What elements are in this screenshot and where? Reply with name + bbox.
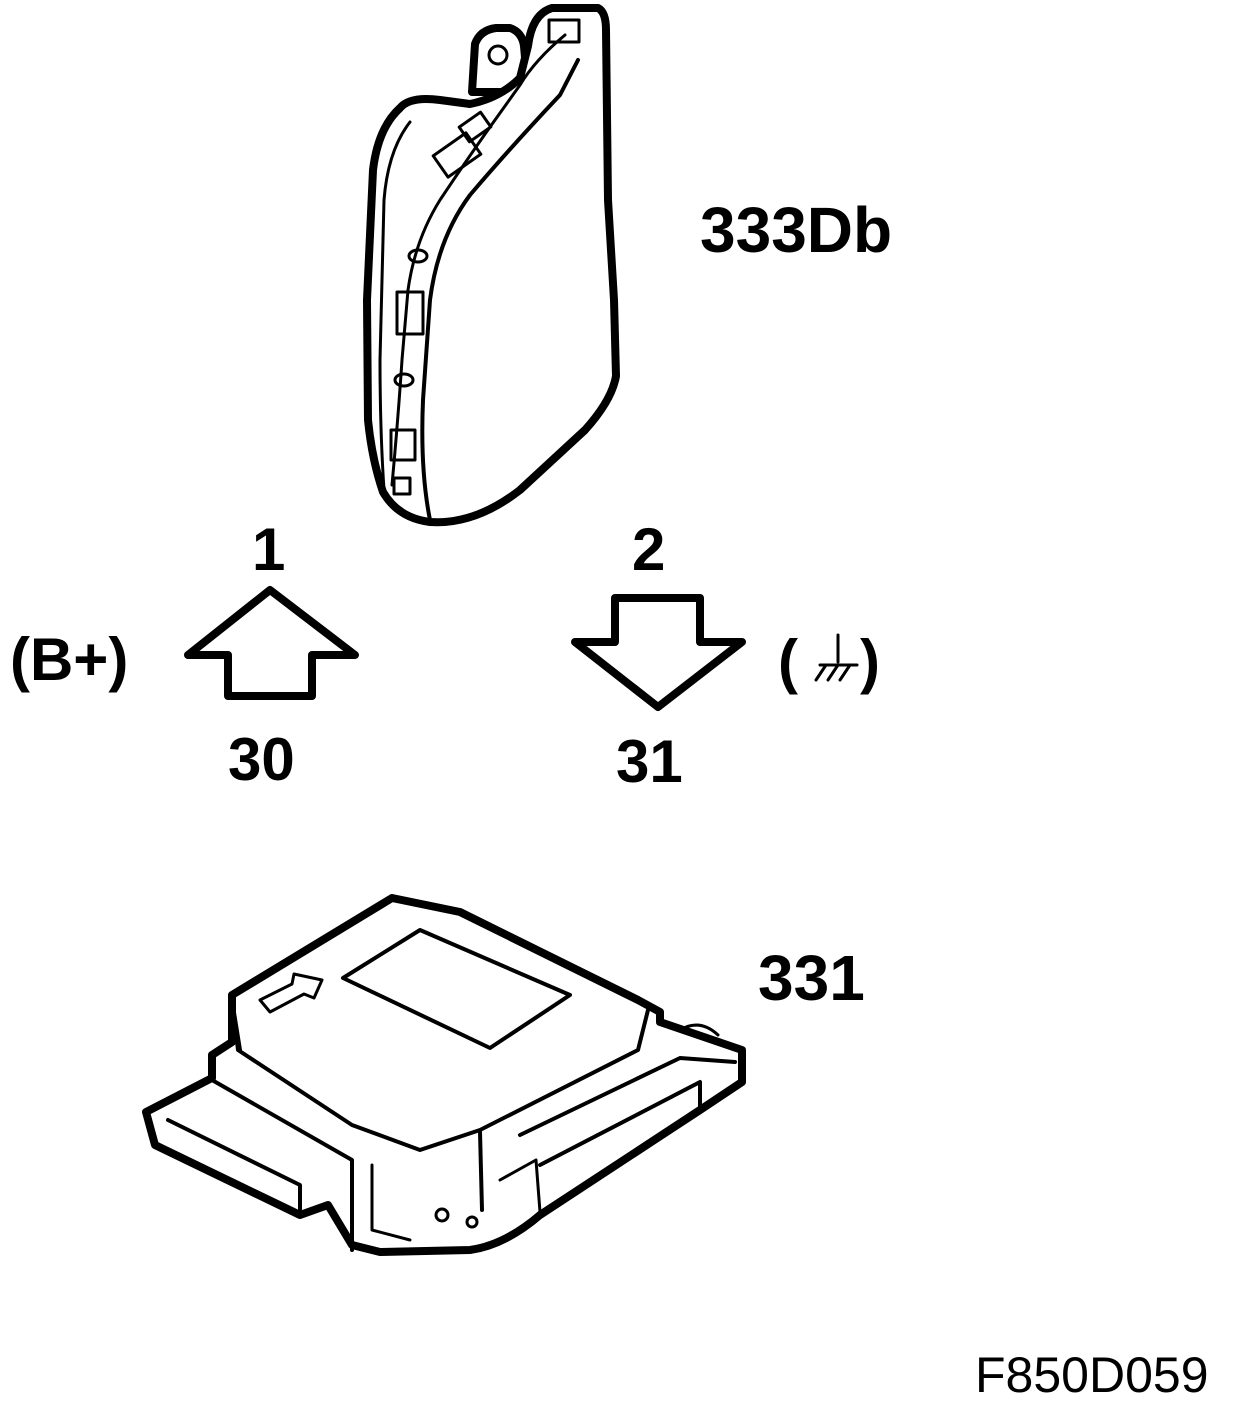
control-unit-label: 331 — [758, 942, 865, 1014]
ground-icon — [814, 633, 859, 682]
supply-pin-label: 1 — [252, 516, 285, 583]
supply-terminal-label: 30 — [228, 726, 295, 793]
ground-symbol-close-paren: ) — [860, 628, 880, 695]
side-airbag-module-illustration — [363, 4, 620, 527]
up-arrow-icon — [184, 586, 359, 700]
ground-symbol-open-paren: ( — [778, 628, 798, 695]
figure-id-label: F850D059 — [975, 1347, 1209, 1403]
down-arrow-icon — [571, 594, 746, 711]
ground-pin-label: 2 — [632, 516, 665, 583]
airbag-module-label: 333Db — [700, 194, 892, 266]
ground-terminal-label: 31 — [616, 728, 683, 795]
control-unit-illustration — [142, 894, 746, 1256]
supply-symbol-label: (B+) — [10, 626, 128, 693]
